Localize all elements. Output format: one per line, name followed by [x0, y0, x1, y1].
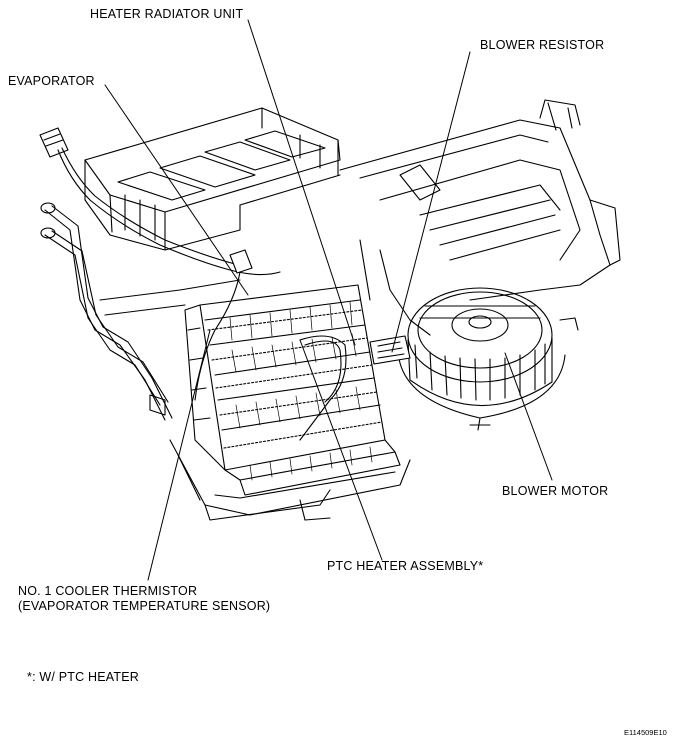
- blower-resistor: [369, 335, 411, 365]
- figure-code: E114509E10: [624, 728, 667, 737]
- refrigerant-pipes: [39, 127, 281, 421]
- thermistor-harness: [194, 249, 253, 401]
- blower-motor-fan: [397, 287, 579, 431]
- footnote: *: W/ PTC HEATER: [27, 670, 140, 684]
- label-ptc-heater-assembly: PTC HEATER ASSEMBLY*: [327, 559, 484, 573]
- label-cooler-thermistor: NO. 1 COOLER THERMISTOR: [18, 584, 198, 598]
- air-duct-housing: [84, 107, 341, 251]
- label-blower-resistor: BLOWER RESISTOR: [480, 38, 605, 52]
- label-blower-motor: BLOWER MOTOR: [502, 484, 609, 498]
- label-heater-radiator-unit: HEATER RADIATOR UNIT: [90, 7, 244, 21]
- label-evaporator: EVAPORATOR: [8, 74, 95, 88]
- heater-core: [184, 284, 401, 496]
- leader-lines: [104, 19, 553, 581]
- blower-case: [339, 99, 621, 336]
- lower-casing: [169, 439, 411, 521]
- label-evaporator-temperature-sensor: (EVAPORATOR TEMPERATURE SENSOR): [18, 599, 271, 613]
